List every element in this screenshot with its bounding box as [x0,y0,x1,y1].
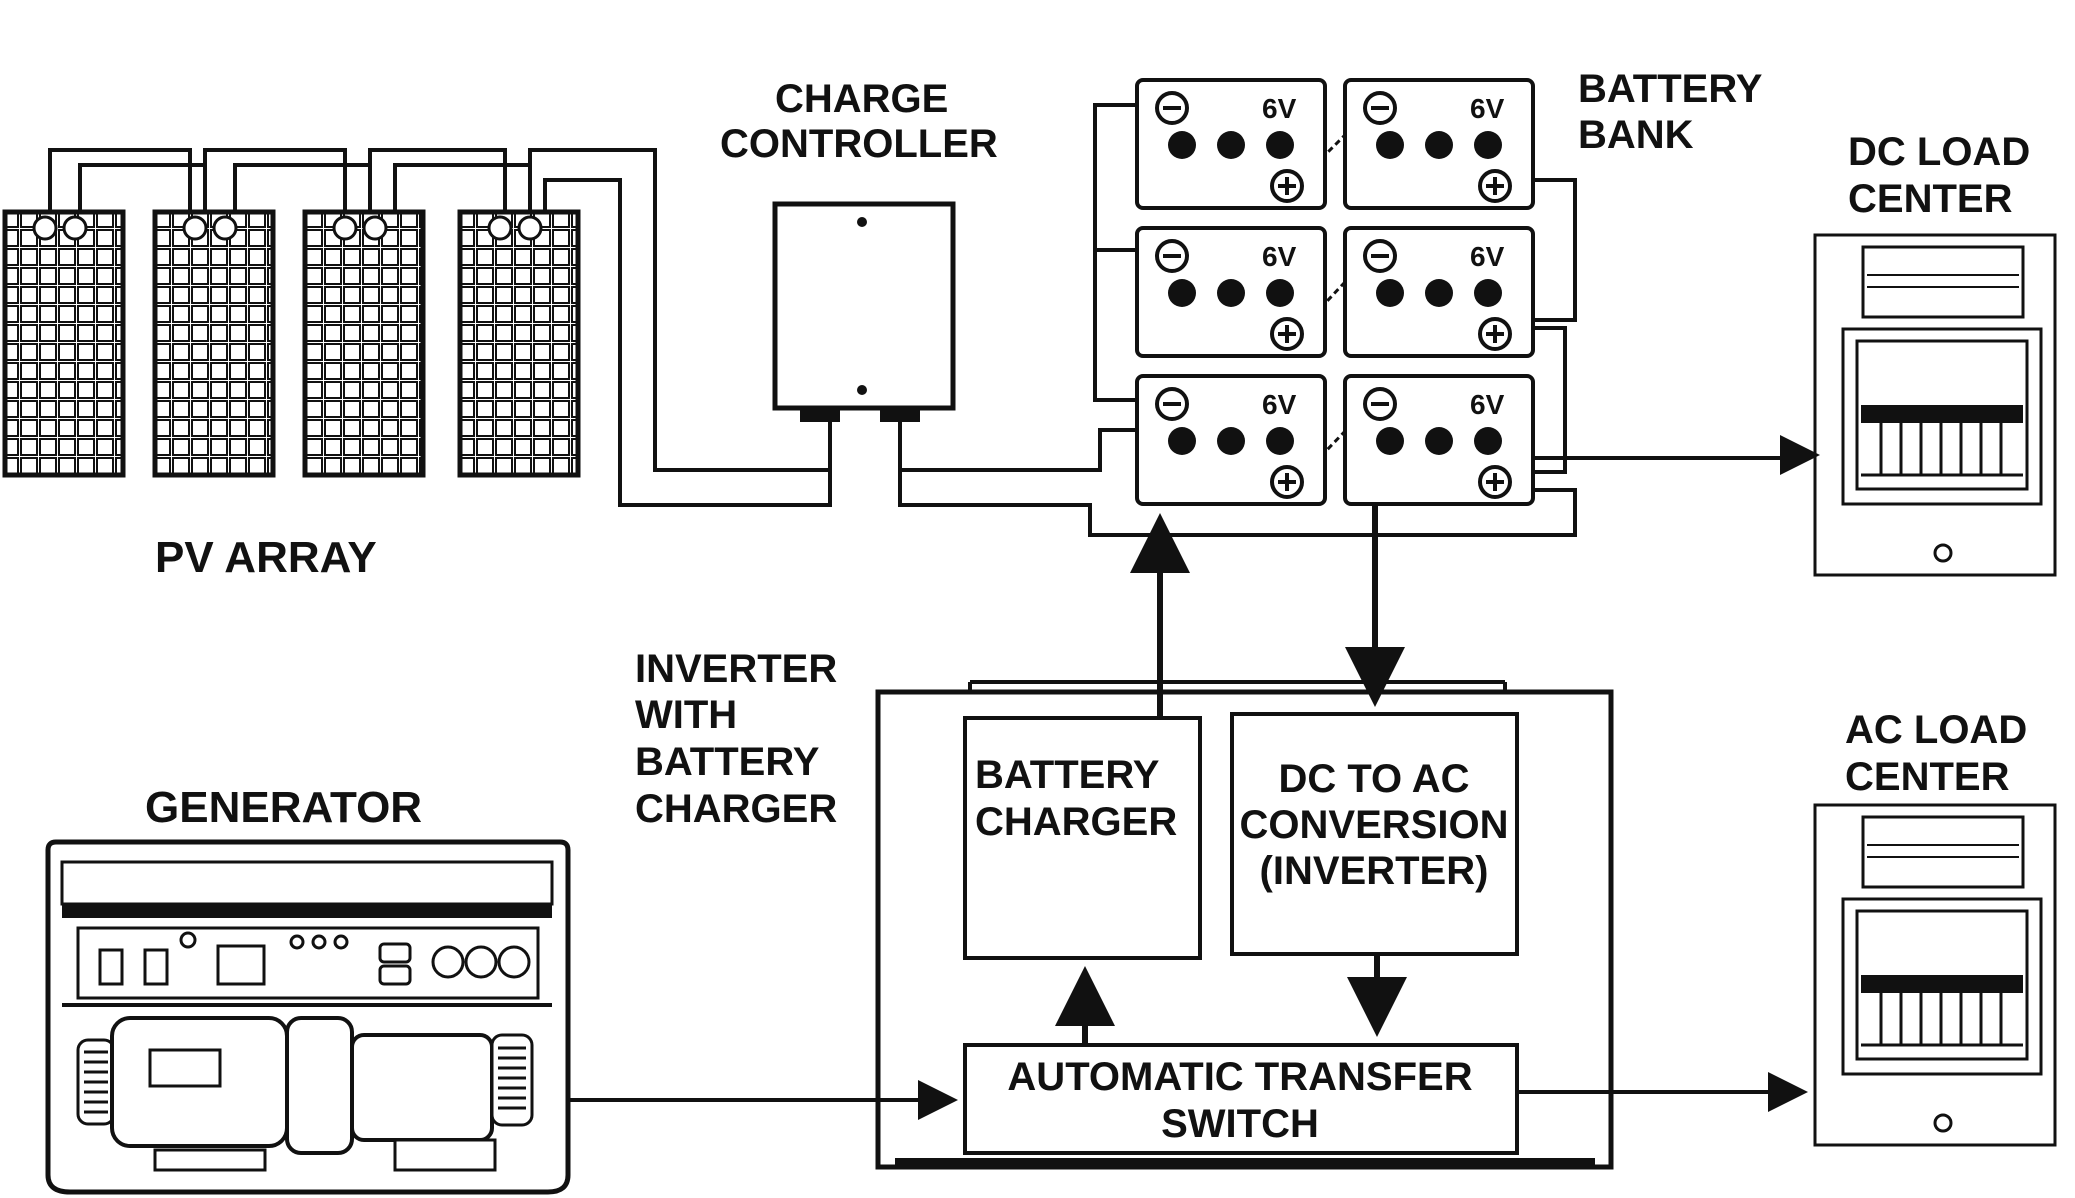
battery-voltage: 6V [1262,241,1297,272]
battery-voltage: 6V [1262,389,1297,420]
charge-controller: CHARGE CONTROLLER [720,77,1577,537]
inverter-label-4: CHARGER [635,787,837,831]
charge-controller-label-1: CHARGE [775,77,948,121]
battery: 6V [1343,78,1535,210]
solar-panel [457,209,581,478]
battery-charger-label-1: BATTERY [975,753,1160,797]
battery-voltage: 6V [1470,389,1505,420]
battery: 6V [1135,226,1327,358]
solar-panel [152,209,276,478]
inverter-with-battery-charger: INVERTER WITH BATTERY CHARGER BATTERY CH… [635,505,1614,1170]
inverter-label-1: INVERTER [635,647,837,691]
solar-panel [2,209,126,478]
battery: 6V [1135,78,1327,210]
battery-bank: BATTERY BANK 6V 6V 6V 6V [1093,67,1800,506]
ac-load-center: AC LOAD CENTER [1519,708,2057,1147]
inverter-label-3: BATTERY [635,740,820,784]
dc-load-center-label-1: DC LOAD [1848,130,2030,174]
battery: 6V [1343,374,1535,506]
inverter-label-2: WITH [635,693,737,737]
battery-voltage: 6V [1470,241,1505,272]
battery: 6V [1135,374,1327,506]
dc-load-center-label-2: CENTER [1848,177,2013,221]
transfer-switch-label-1: AUTOMATIC TRANSFER [1007,1055,1472,1099]
charge-controller-label-2: CONTROLLER [720,122,998,166]
solar-panel [302,209,426,478]
automatic-transfer-switch: AUTOMATIC TRANSFER SWITCH [963,1043,1519,1155]
ac-load-center-label-1: AC LOAD [1845,708,2027,752]
dc-to-ac-label-3: (INVERTER) [1260,849,1489,893]
dc-to-ac-label-1: DC TO AC [1278,757,1469,801]
battery: 6V [1343,226,1535,358]
pv-array: PV ARRAY [2,148,832,582]
generator-label: GENERATOR [145,783,422,832]
battery-charger-label-2: CHARGER [975,800,1177,844]
pv-array-label: PV ARRAY [155,533,377,582]
battery-voltage: 6V [1470,93,1505,124]
battery-charger-block: BATTERY CHARGER [963,716,1202,960]
battery-voltage: 6V [1262,93,1297,124]
dc-to-ac-block: DC TO AC CONVERSION (INVERTER) [1230,712,1519,956]
dc-to-ac-label-2: CONVERSION [1240,803,1509,847]
battery-bank-label-1: BATTERY [1578,67,1763,111]
dc-load-center: DC LOAD CENTER [1780,130,2057,577]
ac-load-center-label-2: CENTER [1845,755,2010,799]
generator: GENERATOR [45,783,958,1195]
transfer-switch-label-2: SWITCH [1161,1102,1319,1146]
battery-bank-label-2: BANK [1578,113,1694,157]
